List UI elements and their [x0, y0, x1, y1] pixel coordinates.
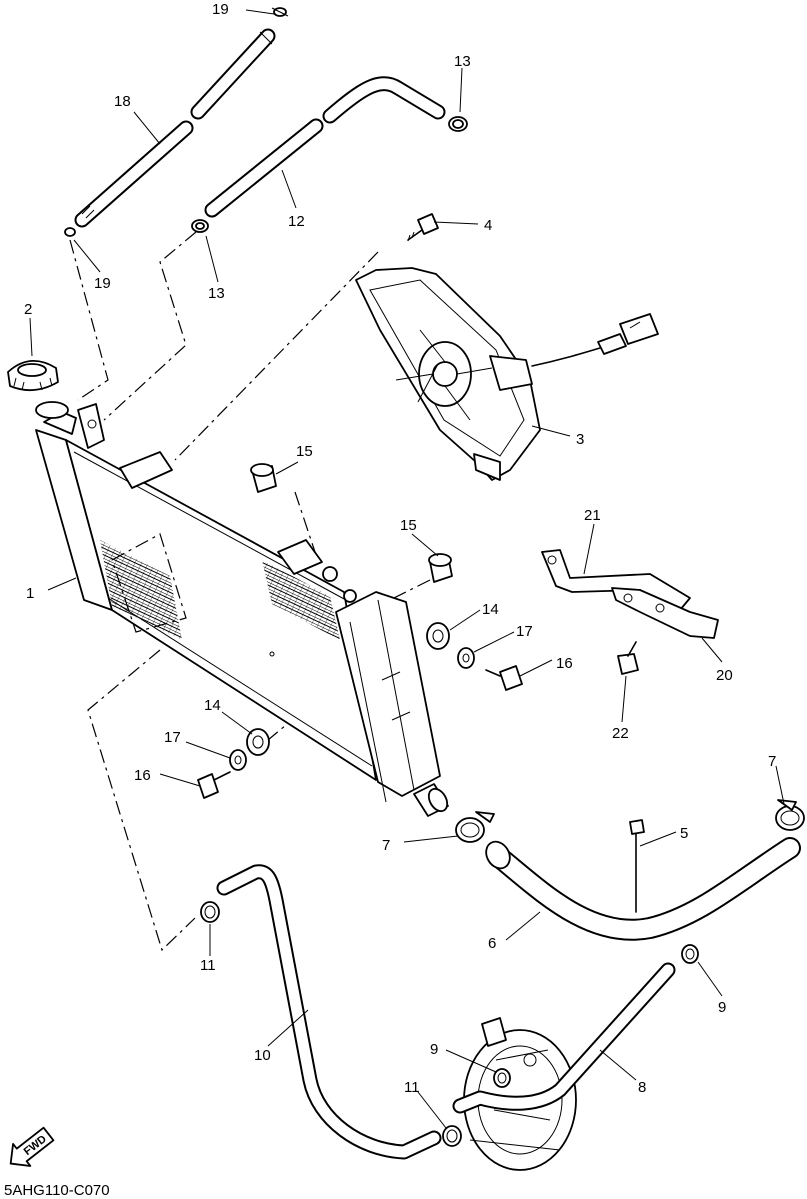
clamp-9-left	[493, 1068, 511, 1088]
callout-2: 2	[24, 301, 32, 318]
fan-3	[355, 267, 659, 481]
leader-lines	[29, 9, 785, 1129]
callout-5: 5	[680, 825, 688, 842]
fwd-arrow-icon: FWD	[9, 1126, 55, 1167]
callout-19-lower: 19	[94, 275, 111, 292]
hose-upper-bend	[322, 76, 446, 124]
callout-22: 22	[612, 725, 629, 742]
hose-12	[204, 118, 324, 218]
pipe-8	[452, 962, 676, 1114]
diagram-code: 5AHG110-C070	[4, 1182, 110, 1199]
callout-12: 12	[288, 213, 305, 230]
callout-18: 18	[114, 93, 131, 110]
callout-11-upper: 11	[200, 957, 216, 974]
callout-16-left: 16	[134, 767, 151, 784]
radiator-cap-2	[7, 360, 59, 392]
callout-21: 21	[584, 507, 601, 524]
hose-6	[485, 837, 801, 941]
callout-1: 1	[26, 585, 34, 602]
collar-15-right	[428, 553, 453, 583]
callout-9-left: 9	[430, 1041, 438, 1058]
clamp-13-lower	[191, 219, 209, 233]
callout-11-lower: 11	[404, 1079, 420, 1096]
callout-16-right: 16	[556, 655, 573, 672]
hose-10	[216, 864, 442, 1160]
hose-18	[74, 120, 194, 228]
callout-7-right: 7	[768, 753, 776, 770]
bracket-20	[611, 587, 719, 639]
hose-19	[190, 28, 276, 120]
bolt-4	[407, 213, 439, 242]
clamp-11-lower	[442, 1125, 462, 1147]
callout-19-top: 19	[212, 1, 229, 18]
clamp-7-right	[775, 799, 805, 831]
tie-5	[629, 819, 645, 913]
callout-13-lower: 13	[208, 285, 225, 302]
clamp-19-top	[271, 7, 289, 17]
callout-14-left: 14	[204, 697, 221, 714]
bolt-16-right	[485, 665, 523, 691]
clamp-11-upper	[200, 901, 220, 923]
clamp-9-right	[681, 944, 699, 964]
bolt-22	[617, 641, 639, 675]
bolt-16-left	[197, 771, 231, 799]
radiator-1	[35, 401, 449, 817]
callouts: 19 13 18 12 4 19 13 2 3 15 15 21 1 14 17…	[24, 1, 776, 1096]
callout-10: 10	[254, 1047, 271, 1064]
callout-20: 20	[716, 667, 733, 684]
callout-8: 8	[638, 1079, 646, 1096]
callout-15-right: 15	[400, 517, 417, 534]
callout-14-right: 14	[482, 601, 499, 618]
clamp-7-left	[455, 811, 495, 843]
callout-4: 4	[484, 217, 492, 234]
clamp-13-top	[448, 116, 468, 132]
washer-17-right	[457, 647, 475, 669]
collar-15-left	[250, 463, 277, 493]
grommet-14-left	[246, 728, 270, 756]
callout-15-left: 15	[296, 443, 313, 460]
callout-7-left: 7	[382, 837, 390, 854]
grommet-14-right	[426, 622, 450, 650]
callout-3: 3	[576, 431, 584, 448]
callout-17-left: 17	[164, 729, 181, 746]
callout-6: 6	[488, 935, 496, 952]
callout-9-right: 9	[718, 999, 726, 1016]
callout-13-top: 13	[454, 53, 471, 70]
callout-17-right: 17	[516, 623, 533, 640]
washer-17-left	[229, 749, 247, 771]
clamp-19-lower	[64, 227, 76, 237]
